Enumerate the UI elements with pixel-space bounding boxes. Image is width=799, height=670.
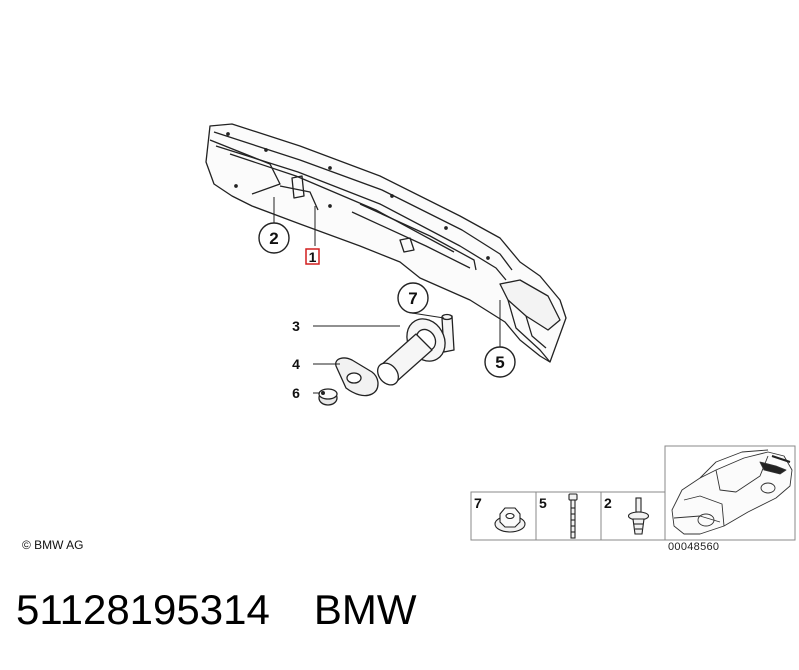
callout-5: 5: [484, 346, 516, 378]
hardware-cell-7-label: 7: [474, 495, 482, 511]
clip-icon: [627, 497, 650, 535]
callout-7: 7: [397, 282, 429, 314]
leader-lines: [273, 197, 501, 395]
callout-4: 4: [292, 356, 300, 372]
copyright-text: © BMW AG: [22, 538, 84, 552]
image-number: 00048560: [668, 541, 720, 553]
callout-2-label: 2: [269, 229, 278, 248]
hardware-cell-5-label: 5: [539, 495, 547, 511]
callout-2: 2: [258, 222, 290, 254]
hardware-cell-5: 5: [539, 493, 578, 539]
callout-5-label: 5: [495, 353, 504, 372]
hardware-cell-2-label: 2: [604, 495, 612, 511]
callout-4-label: 4: [292, 356, 300, 372]
callout-7-label: 7: [408, 289, 417, 308]
callout-1-label: 1: [309, 249, 317, 265]
car-locator: [664, 445, 796, 541]
part-number: 51128195314: [16, 586, 270, 633]
car-icon: [671, 449, 793, 535]
hardware-cell-7: 7: [474, 495, 526, 533]
bolt-icon: [568, 493, 578, 539]
footer: 51128195314 BMW: [16, 586, 416, 634]
callout-3: 3: [292, 318, 300, 334]
callout-6-label: 6: [292, 385, 300, 401]
callout-1: 1: [305, 248, 320, 265]
callout-3-label: 3: [292, 318, 300, 334]
deformation-element-drawing: [318, 313, 455, 406]
hardware-panel: 7 5 2: [470, 491, 666, 541]
nut-icon: [494, 507, 526, 533]
brand-name: BMW: [313, 586, 417, 633]
callout-6: 6: [292, 385, 300, 401]
hardware-cell-2: 2: [604, 495, 650, 535]
bumper-carrier-drawing: [205, 123, 567, 363]
